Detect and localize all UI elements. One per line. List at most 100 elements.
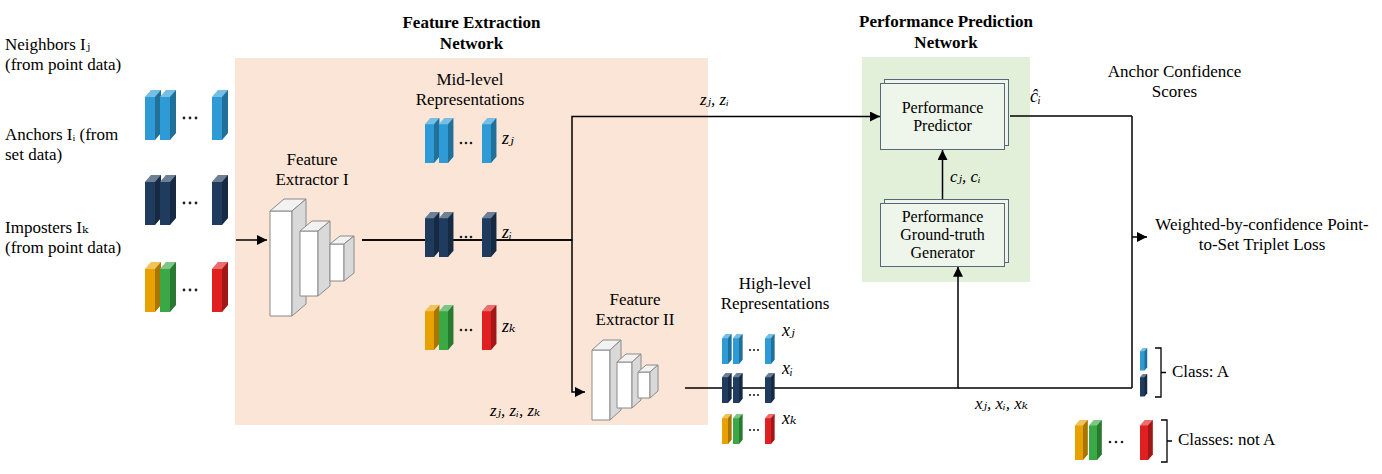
figure-part xyxy=(460,329,463,332)
figure-part xyxy=(160,262,176,312)
figure-part xyxy=(195,202,198,205)
figure-part xyxy=(1089,420,1102,460)
figure-part xyxy=(470,142,473,145)
figure-part xyxy=(733,414,743,444)
anchor-stack xyxy=(145,175,228,225)
annotation-label: Anchor Confidence Scores xyxy=(1087,62,1262,102)
process-box: Performance Predictor xyxy=(880,83,1005,150)
process-box: Performance Ground-truth Generator xyxy=(880,203,1005,267)
extractor-block: Feature Extractor I xyxy=(262,150,362,320)
figure-part xyxy=(482,212,496,257)
network-region: Feature Extractor IFeature Extractor IIF… xyxy=(235,58,708,425)
figure-part xyxy=(722,414,732,444)
figure-part xyxy=(300,231,318,296)
edge-label: xⱼ, xᵢ, xₖ xyxy=(975,393,1028,414)
extractor-block: Feature Extractor II xyxy=(585,290,685,425)
symbol-label: zᵢ xyxy=(502,222,512,243)
figure-part xyxy=(757,349,759,351)
figure-part xyxy=(470,236,473,239)
edge-label: cⱼ, cᵢ xyxy=(950,166,981,187)
figure-part xyxy=(318,221,330,296)
extractor-one-figure xyxy=(270,199,354,316)
figure-part xyxy=(753,394,755,396)
figure-part xyxy=(733,334,743,364)
annotation-label: Imposters Iₖ (from point data) xyxy=(5,218,127,258)
figure-part xyxy=(189,202,192,205)
mid-level-stacks xyxy=(425,118,496,350)
figure-part xyxy=(958,387,1132,389)
figure-part xyxy=(482,118,496,163)
figure-part xyxy=(1075,420,1088,460)
figure-part xyxy=(1140,420,1153,460)
figure-part xyxy=(1140,348,1147,371)
flow-arrow xyxy=(685,267,958,388)
figure-part xyxy=(753,349,755,351)
symbol-label: xₖ xyxy=(782,408,797,429)
figure-part xyxy=(330,244,344,281)
high-level-stacks xyxy=(722,334,775,444)
figure-part xyxy=(470,329,473,332)
figure-part xyxy=(1121,441,1124,444)
figure-part xyxy=(765,373,775,403)
figure-part xyxy=(183,289,186,292)
region-heading: Feature Extraction Network xyxy=(372,13,572,54)
figure-part xyxy=(1155,348,1166,397)
figure-part xyxy=(1132,236,1147,238)
annotation-label: High-level Representations xyxy=(700,274,850,314)
figure-part xyxy=(212,90,228,140)
figure-part xyxy=(183,117,186,120)
neighbor-stack xyxy=(145,90,228,140)
flow-arrow xyxy=(362,240,585,392)
figure-part xyxy=(195,289,198,292)
figure-part xyxy=(270,211,292,316)
symbol-label: zⱼ xyxy=(502,128,514,149)
class-samples xyxy=(1075,348,1172,462)
annotation-label: Neighbors Iⱼ (from point data) xyxy=(5,35,127,75)
region-heading: Performance Prediction Network xyxy=(846,12,1046,53)
annotation-label: Weighted-by-confidence Point-to-Set Trip… xyxy=(1148,215,1376,255)
figure-part xyxy=(160,175,176,225)
figure-part xyxy=(195,117,198,120)
box-label: Feature Extractor II xyxy=(585,290,685,330)
figure-part xyxy=(212,175,228,225)
figure-part xyxy=(145,262,161,312)
figure-part xyxy=(425,305,439,350)
figure-part xyxy=(757,429,759,431)
feature-region xyxy=(235,58,708,425)
figure-part xyxy=(425,118,439,163)
annotation-label: Mid-level Representations xyxy=(385,70,555,110)
figure-part xyxy=(1115,441,1118,444)
figure-part xyxy=(460,236,463,239)
figure-part xyxy=(749,394,751,396)
figure-part xyxy=(617,362,632,408)
figure-part xyxy=(749,349,751,351)
figure-part xyxy=(439,118,453,163)
figure-part xyxy=(465,236,468,239)
figure-part xyxy=(482,305,496,350)
figure-part xyxy=(753,429,755,431)
figure-part xyxy=(189,289,192,292)
annotation-label: Class: A xyxy=(1172,362,1229,382)
figure-part xyxy=(1010,115,1132,117)
figure-part xyxy=(160,90,176,140)
extractor-two-figure xyxy=(592,340,658,420)
figure-part xyxy=(592,350,610,420)
figure-part xyxy=(1131,116,1133,388)
figure-part xyxy=(765,414,775,444)
figure-part xyxy=(757,394,759,396)
figure-part xyxy=(733,373,743,403)
figure-part xyxy=(145,90,161,140)
figure-part xyxy=(439,305,453,350)
figure-part xyxy=(1109,441,1112,444)
edge-label: zⱼ, zᵢ, zₖ xyxy=(490,400,540,421)
imposter-stack xyxy=(145,262,228,312)
box-label: Feature Extractor I xyxy=(262,150,362,190)
figure-part xyxy=(650,365,658,398)
symbol-label: xⱼ xyxy=(782,320,795,341)
figure-part xyxy=(465,142,468,145)
network-region: Performance PredictorPerformance Ground-… xyxy=(862,57,1030,282)
flow-arrow xyxy=(942,150,944,203)
figure-part xyxy=(765,334,775,364)
symbol-label: ĉᵢ xyxy=(1030,86,1041,107)
